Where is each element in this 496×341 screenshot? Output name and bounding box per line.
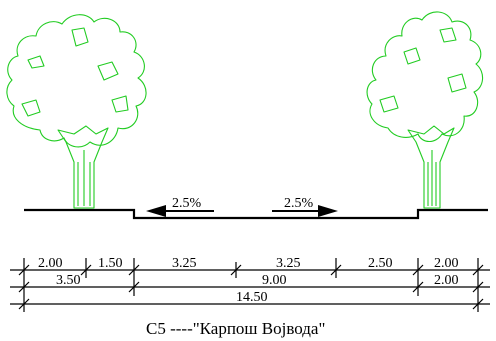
dim-sidewalk-right: 2.00 [434, 256, 459, 271]
slope-label-left: 2.5% [172, 196, 202, 211]
slope-arrow-left-icon [146, 205, 214, 217]
dim-sidewalk-left: 2.00 [38, 256, 63, 271]
dim-overall: 14.50 [236, 290, 268, 305]
section-caption: C5 ----"Карпош Војвода" [146, 319, 325, 338]
dim-lane-left: 3.25 [172, 256, 197, 271]
slope-arrow-right-icon [272, 205, 338, 217]
slope-label-right: 2.5% [284, 196, 314, 211]
dim-greenbelt-right: 2.50 [368, 256, 393, 271]
dim-right-total: 2.00 [434, 273, 459, 288]
tree-left-icon [6, 14, 147, 209]
dim-lane-right: 3.25 [276, 256, 301, 271]
dimension-lines [10, 258, 490, 312]
road-profile [24, 208, 488, 220]
tree-right-icon [366, 11, 484, 209]
dim-greenbelt-left: 1.50 [98, 256, 123, 271]
dim-roadway: 9.00 [262, 273, 287, 288]
dim-left-total: 3.50 [56, 273, 81, 288]
